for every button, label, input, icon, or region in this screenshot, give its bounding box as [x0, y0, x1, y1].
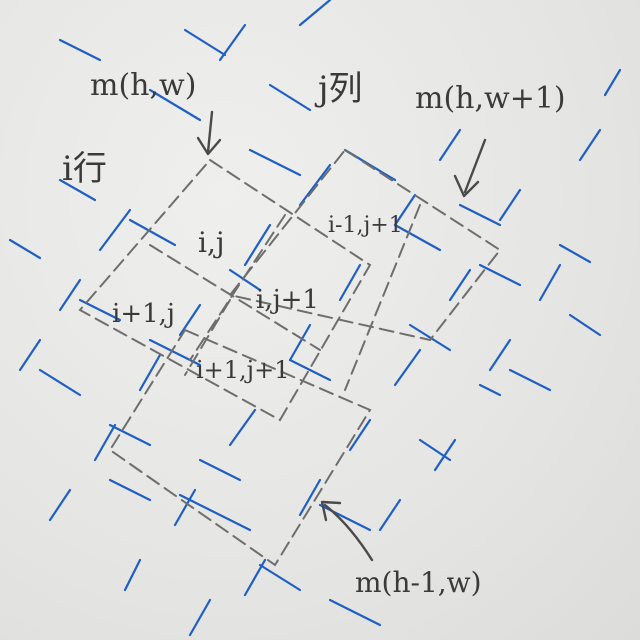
label-col: j列	[314, 69, 363, 109]
arrow-m-h1w	[320, 500, 374, 562]
cell-label-i-plus1-j: i+1,j	[112, 299, 175, 329]
pencil-inner-cells	[149, 204, 421, 391]
arrow-m-hw	[196, 110, 222, 156]
blue-grid-lines-diagonal-a	[8, 28, 602, 627]
pencil-window-m-hw	[78, 158, 372, 422]
label-m-hw: m(h,w)	[90, 68, 196, 103]
pencil-window-m-h1w	[108, 328, 372, 567]
label-m-hw1: m(h,w+1)	[415, 81, 566, 116]
pencil-window-m-hw1	[228, 148, 502, 342]
cell-label-i-j-plus1: i,j+1	[256, 285, 319, 315]
blue-grid-lines-diagonal-b	[18, 0, 622, 637]
cell-label-i-minus1-j-plus1: i-1,j+1	[328, 213, 403, 238]
label-row: i行	[62, 149, 107, 189]
arrow-m-hw1	[453, 138, 487, 198]
cell-label-i-plus1-j-plus1: i+1,j+1	[196, 356, 290, 384]
label-m-h1w: m(h-1,w)	[355, 566, 482, 599]
cell-label-i-j: i,j	[198, 226, 225, 259]
